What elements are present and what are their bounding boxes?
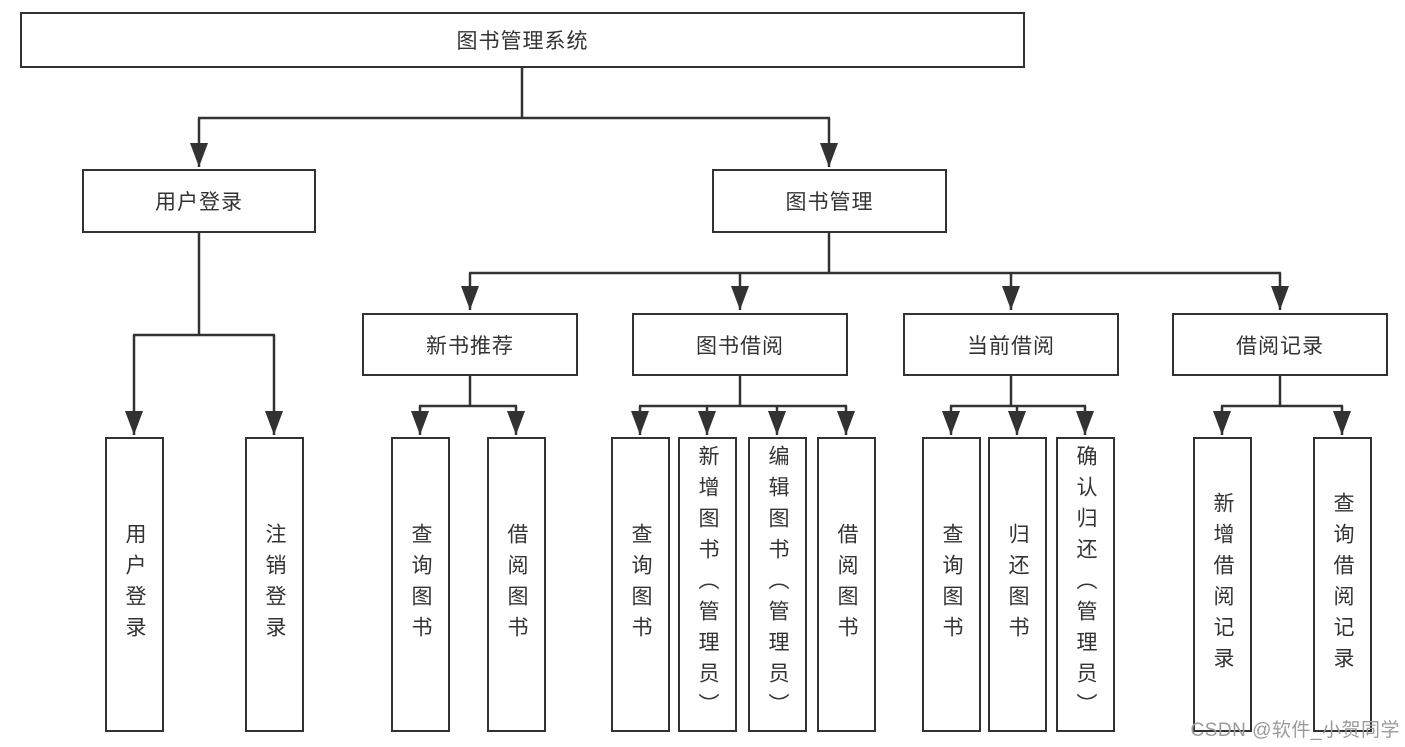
leaf-borrow-books-recommend: 借阅图书	[487, 437, 546, 732]
node-current-borrow-label: 当前借阅	[967, 334, 1055, 358]
leaf-query-borrow-record: 查询借阅记录	[1313, 437, 1372, 732]
node-new-book-recommend: 新书推荐	[362, 313, 578, 376]
leaf-query-borrow-record-label: 查询借阅记录	[1331, 491, 1354, 678]
leaf-edit-book-admin: 编辑图书（管理员）	[748, 437, 807, 732]
leaf-borrow-books-recommend-label: 借阅图书	[505, 522, 528, 647]
node-user-login-label: 用户登录	[155, 191, 243, 214]
node-book-borrow-label: 图书借阅	[696, 334, 784, 358]
node-user-login: 用户登录	[82, 169, 316, 233]
leaf-borrow-books: 借阅图书	[817, 437, 876, 732]
leaf-query-books-recommend: 查询图书	[391, 437, 450, 732]
node-library-management-system: 图书管理系统	[20, 12, 1025, 68]
node-borrow-records: 借阅记录	[1172, 313, 1388, 376]
leaf-add-book-admin-label: 新增图书（管理员）	[696, 445, 719, 724]
leaf-add-borrow-record-label: 新增借阅记录	[1211, 491, 1234, 678]
node-current-borrow: 当前借阅	[903, 313, 1119, 376]
leaf-add-borrow-record: 新增借阅记录	[1193, 437, 1252, 732]
node-book-management: 图书管理	[712, 169, 947, 233]
leaf-add-book-admin: 新增图书（管理员）	[678, 437, 737, 732]
node-borrow-records-label: 借阅记录	[1236, 334, 1324, 358]
leaf-logout: 注销登录	[245, 437, 304, 732]
leaf-borrow-books-label: 借阅图书	[835, 522, 858, 647]
csdn-watermark: CSDN @软件_小贺同学	[1190, 720, 1400, 741]
leaf-query-books-borrow: 查询图书	[611, 437, 670, 732]
leaf-user-login: 用户登录	[105, 437, 164, 732]
leaf-logout-label: 注销登录	[263, 522, 286, 647]
leaf-confirm-return-admin: 确认归还（管理员）	[1056, 437, 1115, 732]
leaf-edit-book-admin-label: 编辑图书（管理员）	[766, 445, 789, 724]
leaf-confirm-return-admin-label: 确认归还（管理员）	[1074, 445, 1097, 724]
leaf-query-books-recommend-label: 查询图书	[409, 522, 432, 647]
node-library-management-system-label: 图书管理系统	[456, 30, 589, 53]
node-book-borrow: 图书借阅	[632, 313, 848, 376]
leaf-query-books-borrow-label: 查询图书	[629, 522, 652, 647]
leaf-return-book: 归还图书	[988, 437, 1047, 732]
leaf-query-books-current-label: 查询图书	[940, 522, 963, 647]
leaf-query-books-current: 查询图书	[922, 437, 981, 732]
leaf-user-login-label: 用户登录	[123, 522, 146, 647]
node-book-management-label: 图书管理	[785, 191, 874, 214]
leaf-return-book-label: 归还图书	[1006, 522, 1029, 647]
node-new-book-recommend-label: 新书推荐	[426, 334, 514, 358]
